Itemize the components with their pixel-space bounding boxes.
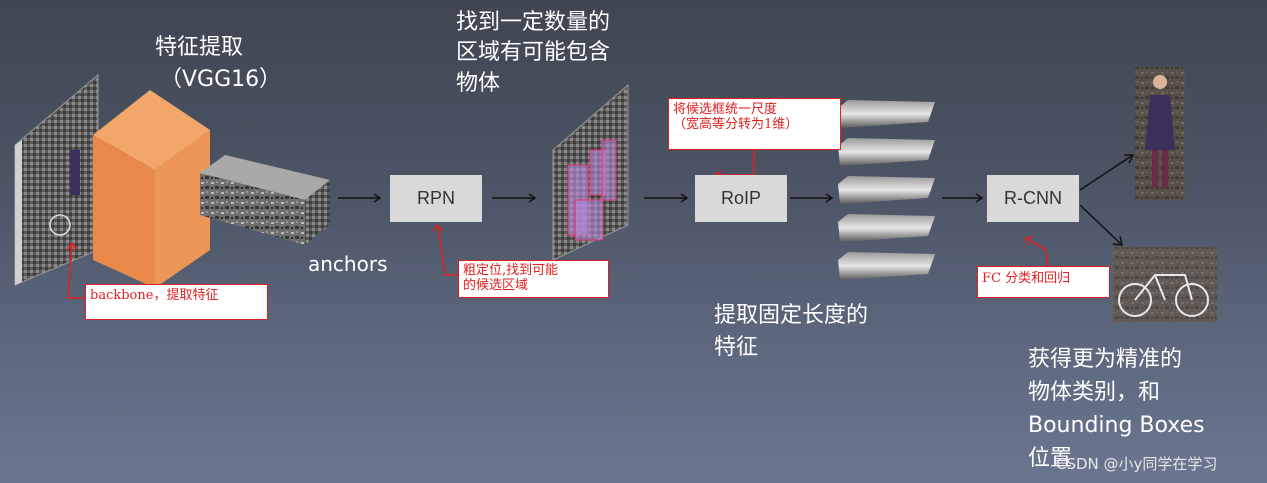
rpn-box: RPN (390, 175, 482, 222)
fc-note-text: FC 分类和回归 (982, 271, 1071, 286)
watermark: CSDN @小y同学在学习 (1056, 455, 1218, 473)
find-regions-line-3: 物体 (456, 71, 501, 96)
rough-location-line-1: 粗定位,找到可能 (463, 263, 559, 278)
input-image (14, 73, 99, 286)
output-person-photo (1135, 67, 1185, 200)
bicycle-icon (49, 214, 71, 236)
anchors-label: anchors (308, 252, 388, 276)
find-regions-line-1: 找到一定数量的 (456, 10, 611, 35)
feature-map-block (200, 155, 330, 245)
fixed-length-line-1: 提取固定长度的 (714, 303, 869, 328)
result-line-3: Bounding Boxes (1028, 413, 1205, 438)
fc-note: FC 分类和回归 (977, 266, 1110, 298)
rough-location-line-2: 的候选区域 (463, 278, 529, 293)
backbone-cube (93, 90, 210, 288)
rough-location-note: 粗定位,找到可能 的候选区域 (458, 260, 609, 298)
flow-arrows (338, 154, 1135, 246)
backbone-note: backbone，提取特征 (85, 284, 268, 320)
backbone-note-text: backbone，提取特征 (90, 288, 219, 303)
feature-extract-label: 特征提取 (155, 35, 244, 60)
find-regions-line-2: 区域有可能包含 (456, 40, 611, 65)
result-line-4: 位置 (1028, 446, 1073, 471)
roip-box: RoIP (695, 175, 787, 222)
vgg16-label: （VGG16） (160, 67, 282, 92)
proposal-image (552, 83, 629, 261)
feature-strips (838, 100, 935, 280)
person-figure-icon (70, 150, 80, 195)
result-line-1: 获得更为精准的 (1028, 347, 1183, 372)
unify-scale-note: 将候选框统一尺度 （宽高等分转为1维） (668, 98, 841, 150)
unify-scale-line-2: （宽高等分转为1维） (673, 117, 799, 132)
output-bicycle-photo (1113, 247, 1217, 322)
fixed-length-line-2: 特征 (714, 335, 759, 360)
result-line-2: 物体类别，和 (1028, 380, 1161, 405)
rcnn-box: R-CNN (987, 175, 1079, 222)
unify-scale-line-1: 将候选框统一尺度 (673, 102, 778, 117)
